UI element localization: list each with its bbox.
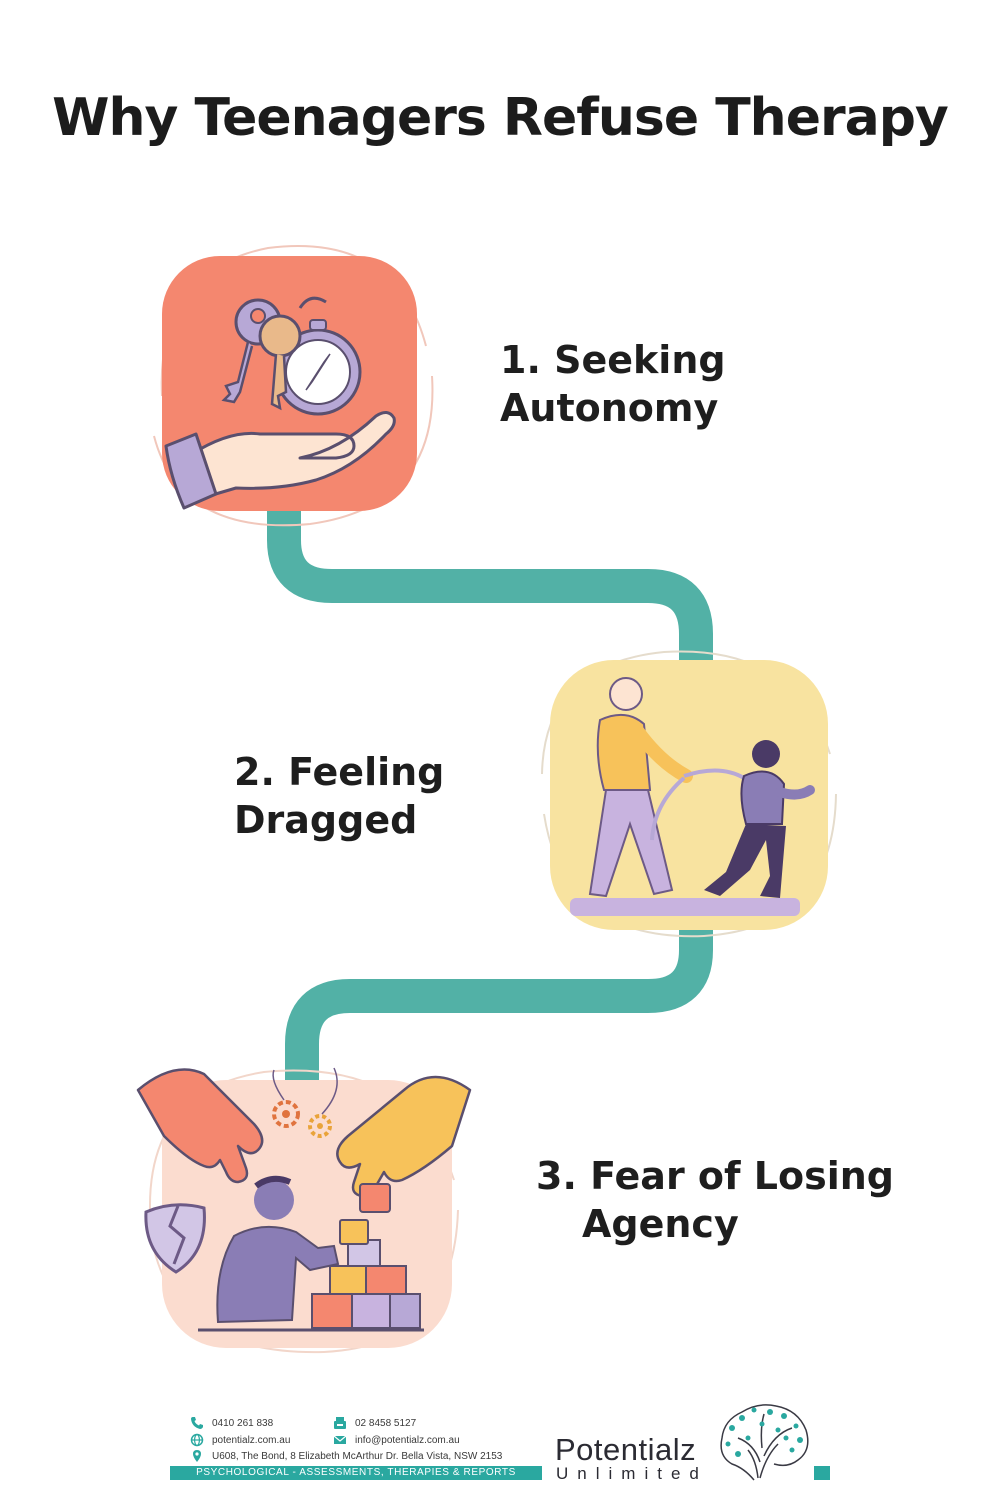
brand-square [814, 1466, 830, 1480]
step-1-label: 1. Seeking Autonomy [500, 336, 726, 432]
step-1-illustration [153, 245, 434, 527]
right-hand-icon [336, 1075, 472, 1213]
step-3-subtitle: Agency [582, 1202, 739, 1246]
step-3-illustration [136, 1067, 472, 1354]
address-text: U608, The Bond, 8 Elizabeth McArthur Dr.… [212, 1450, 503, 1462]
address-contact: U608, The Bond, 8 Elizabeth McArthur Dr.… [190, 1449, 502, 1463]
step-3-label: 3. Fear of Losing Agency [536, 1152, 894, 1248]
brain-tree-logo-icon [720, 1404, 809, 1481]
website-link[interactable]: potentialz.com.au [212, 1434, 291, 1446]
tagline-bar: PSYCHOLOGICAL - ASSESSMENTS, THERAPIES &… [170, 1466, 542, 1480]
left-hand-icon [136, 1068, 264, 1184]
page-title: Why Teenagers Refuse Therapy [52, 88, 949, 148]
broken-shield-icon [144, 1203, 206, 1274]
step-1-subtitle: Autonomy [500, 386, 719, 430]
phone-number[interactable]: 0410 261 838 [212, 1417, 274, 1429]
website-contact: potentialz.com.au [190, 1433, 290, 1447]
phone-contact: 0410 261 838 [190, 1416, 273, 1430]
location-pin-icon [193, 1450, 201, 1462]
step-1-title: 1. Seeking [500, 338, 726, 382]
step-3-title: 3. Fear of Losing [536, 1154, 894, 1198]
email-contact: info@potentialz.com.au [333, 1433, 460, 1447]
fax-number[interactable]: 02 8458 5127 [355, 1417, 417, 1429]
gears-icon [272, 1067, 338, 1138]
envelope-icon [333, 1435, 347, 1444]
teen-figure-icon [704, 740, 815, 898]
fax-contact: 02 8458 5127 [333, 1416, 416, 1430]
key-icon [221, 298, 302, 411]
step-2-label: 2. Feeling Dragged [234, 748, 444, 844]
globe-icon [190, 1433, 204, 1447]
step-2-illustration [541, 650, 837, 938]
footer: 0410 261 838 02 8458 5127 potentialz.com… [0, 1404, 1000, 1500]
adult-figure-icon [588, 677, 693, 898]
brand-name: Potentialz [555, 1432, 697, 1467]
rope-icon [650, 768, 746, 841]
phone-icon [191, 1417, 203, 1429]
step-2-subtitle: Dragged [234, 798, 418, 842]
step-2-title: 2. Feeling [234, 750, 445, 794]
open-hand-icon [164, 411, 396, 510]
brand-subtitle: Unlimited [556, 1464, 708, 1483]
teen-with-blocks-icon [198, 1175, 424, 1332]
email-link[interactable]: info@potentialz.com.au [355, 1434, 460, 1446]
fax-icon [334, 1417, 346, 1429]
